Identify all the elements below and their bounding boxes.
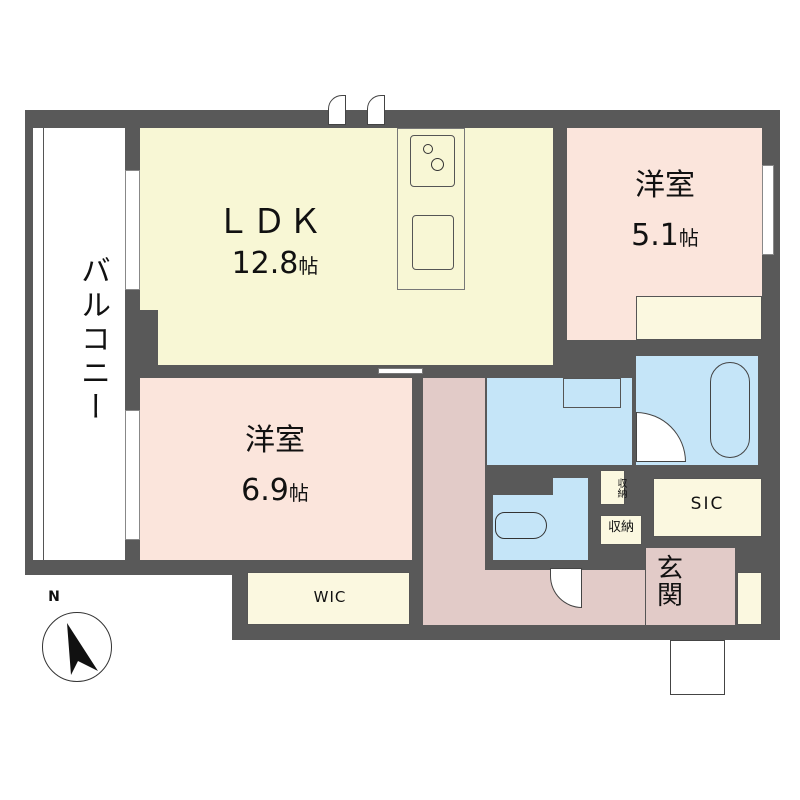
entrance-label: 玄関: [656, 554, 683, 612]
western-1-size: 5.1帖: [605, 220, 725, 252]
shoe-in-closet: [653, 478, 762, 537]
window: [125, 170, 140, 290]
front-door[interactable]: [670, 640, 725, 695]
storage-label: 収納: [607, 520, 634, 535]
north-arrow-icon: [67, 623, 98, 675]
window-door: [328, 95, 346, 125]
compass-north-label: N: [48, 589, 60, 605]
ldk-size: 12.8帖: [215, 248, 335, 280]
walk-in-closet: [247, 572, 410, 625]
washbasin: [563, 378, 621, 408]
storage: [600, 515, 642, 545]
storage-small: [600, 470, 625, 505]
stove-icon: [410, 135, 455, 187]
room-ldk: [140, 128, 553, 310]
size-unit: 帖: [678, 226, 699, 250]
hallway-lower: [423, 570, 645, 625]
size-value: 6.9: [241, 473, 289, 508]
western-2-size: 6.9帖: [215, 475, 335, 507]
window-door: [367, 95, 385, 125]
size-unit: 帖: [288, 481, 309, 505]
room-ldk-lower: [158, 300, 553, 365]
window: [762, 165, 774, 255]
ldk-name: ＬＤＫ: [216, 202, 324, 242]
entrance: [645, 548, 735, 625]
sink-icon: [412, 215, 454, 270]
toilet-icon: [495, 512, 547, 539]
room-western-2: [140, 378, 412, 560]
shoe-cabinet: [737, 572, 762, 625]
size-value: 5.1: [631, 218, 679, 253]
wic-label: WIC: [313, 588, 347, 606]
western-1-name: 洋室: [635, 168, 695, 203]
size-unit: 帖: [298, 254, 319, 278]
sic-label: SIC: [690, 494, 725, 514]
balcony-label: バルコニー: [75, 255, 110, 425]
western-2-name: 洋室: [245, 423, 305, 458]
window: [125, 410, 140, 540]
bathtub-icon: [710, 362, 750, 458]
storage-small-label: 収納: [615, 478, 626, 498]
door-slider: [378, 368, 423, 374]
balcony: [33, 128, 125, 560]
compass: [42, 612, 112, 682]
toilet-room-top: [553, 478, 588, 498]
size-value: 12.8: [231, 246, 299, 281]
closet: [636, 296, 762, 340]
